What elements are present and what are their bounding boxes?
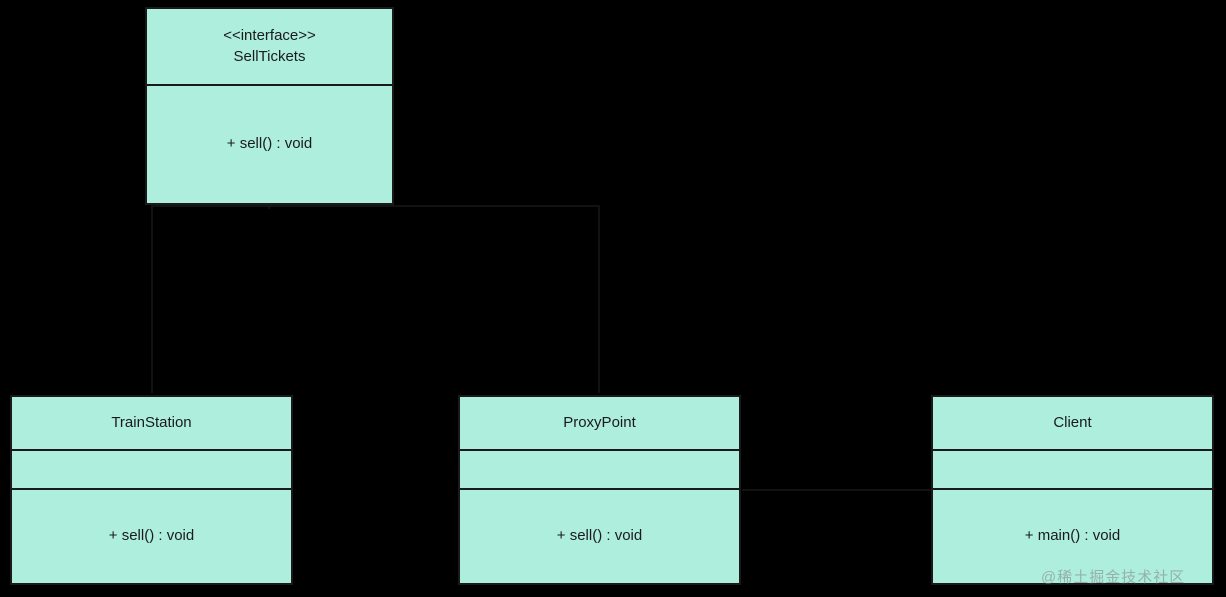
connector-proxypoint-vertical	[598, 205, 600, 393]
class-attributes-proxy-point	[460, 449, 739, 488]
class-operations-client: + main() : void	[933, 488, 1212, 583]
connector-interface-stem	[268, 205, 270, 209]
connector-client-to-proxy	[742, 489, 932, 491]
class-operations-sell-tickets: + sell() : void	[147, 84, 392, 203]
class-header-client: Client	[933, 397, 1212, 449]
class-box-train-station[interactable]: TrainStation + sell() : void	[10, 390, 297, 589]
connector-realization-horizontal	[151, 205, 600, 207]
class-stereotype: <<interface>>	[223, 27, 316, 45]
class-name: Client	[1053, 413, 1092, 431]
class-box-proxy-point[interactable]: ProxyPoint + sell() : void	[458, 390, 745, 589]
class-name: SellTickets	[233, 47, 306, 65]
class-attributes-client	[933, 449, 1212, 488]
class-name: ProxyPoint	[563, 413, 636, 431]
class-operations-train-station: + sell() : void	[12, 488, 291, 583]
class-operations-proxy-point: + sell() : void	[460, 488, 739, 583]
class-header-sell-tickets: <<interface>> SellTickets	[147, 9, 392, 84]
class-header-train-station: TrainStation	[12, 397, 291, 449]
class-box-sell-tickets[interactable]: <<interface>> SellTickets + sell() : voi…	[145, 2, 398, 209]
class-box-client[interactable]: Client + main() : void	[931, 390, 1218, 589]
class-attributes-train-station	[12, 449, 291, 488]
class-name: TrainStation	[111, 413, 192, 431]
connector-trainstation-vertical	[151, 205, 153, 393]
watermark-text: @稀土掘金技术社区	[1041, 569, 1186, 586]
class-header-proxy-point: ProxyPoint	[460, 397, 739, 449]
